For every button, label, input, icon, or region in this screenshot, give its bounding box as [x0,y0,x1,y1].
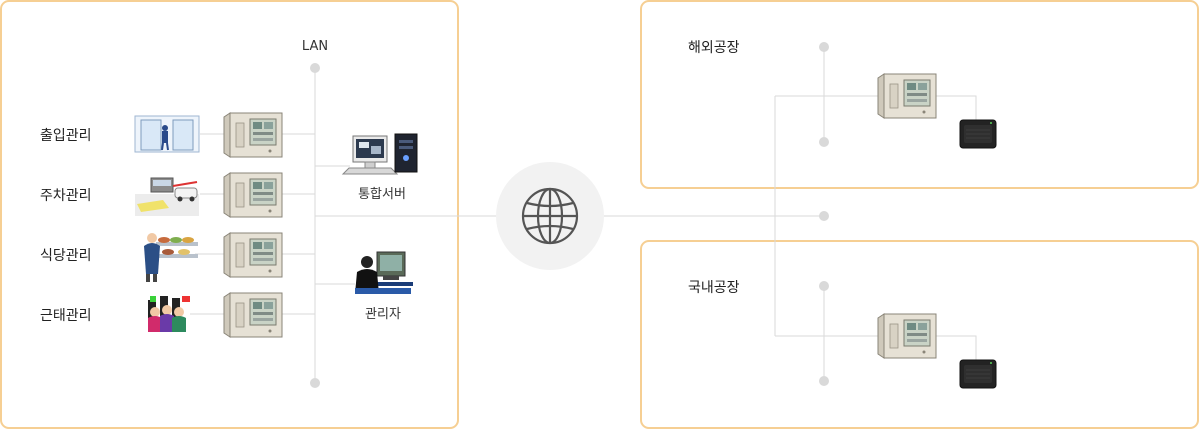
domestic-reader-icon [959,359,997,389]
overseas-factory-label: 해외공장 [688,40,740,56]
globe-icon [496,162,604,270]
server-label: 통합서버 [358,187,406,202]
overseas-top-node [819,42,829,52]
domestic-bottom-node [819,376,829,386]
overseas-reader-icon [959,119,997,149]
domestic-top-node [819,281,829,291]
attendance-controller-cabinet-icon [223,292,283,338]
parking-controller-cabinet-icon [223,172,283,218]
lan-label: LAN [302,39,328,54]
door-access-icon [134,115,200,153]
cafeteria-control-label: 식당관리 [40,248,92,264]
parking-control-label: 주차관리 [40,188,92,204]
cafeteria-icon [144,233,198,282]
domestic-factory-label: 국내공장 [688,280,740,296]
parking-gate-icon [135,177,199,216]
lan-top-node [310,63,320,73]
domestic-controller-cabinet-icon [877,313,937,359]
cafeteria-controller-cabinet-icon [223,232,283,278]
administrator-icon [355,251,413,294]
attendance-icon [148,296,190,332]
overseas-bottom-node [819,137,829,147]
access-controller-cabinet-icon [223,112,283,158]
administrator-label: 관리자 [365,307,401,322]
connectors [190,47,977,383]
attendance-control-label: 근태관리 [40,308,92,324]
junction-node [819,211,829,221]
server-computer-icon [341,133,418,175]
overseas-controller-cabinet-icon [877,73,937,119]
lan-bottom-node [310,378,320,388]
access-control-label: 출입관리 [40,128,92,144]
